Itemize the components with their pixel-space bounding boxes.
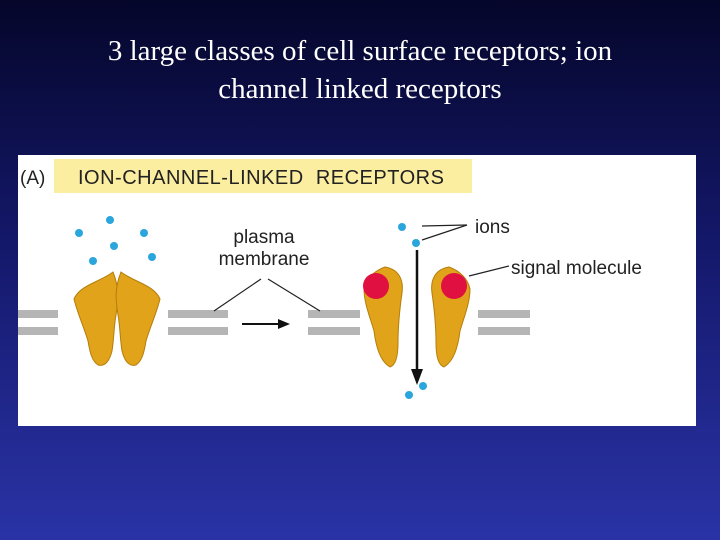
ions-open-state [398,223,427,399]
membrane-right [308,310,530,335]
label-leaders [213,224,510,312]
state-transition-arrow [242,319,290,329]
plasma-label: plasma [233,227,295,248]
membrane-label: membrane [219,249,310,270]
figure-banner [54,159,472,193]
signal-molecule-left [363,273,389,299]
signal-molecule-right [441,273,467,299]
slide-title: 3 large classes of cell surface receptor… [40,32,680,108]
banner-text: ION-CHANNEL-LINKED RECEPTORS [78,167,444,189]
ions-label: ions [475,217,510,238]
receptor-figure: (A) ION-CHANNEL-LINKED RECEPTORS [18,155,696,426]
receptor-diagram: (A) ION-CHANNEL-LINKED RECEPTORS [18,159,642,399]
title-line-2: channel linked receptors [218,73,502,105]
ion-flow-arrow [411,250,423,385]
receptor-closed [73,271,161,366]
signal-molecule-label: signal molecule [511,258,642,279]
title-line-1: 3 large classes of cell surface receptor… [107,35,613,67]
ions-closed-state [75,216,156,265]
panel-label: (A) [20,168,45,189]
membrane-left [18,310,228,335]
